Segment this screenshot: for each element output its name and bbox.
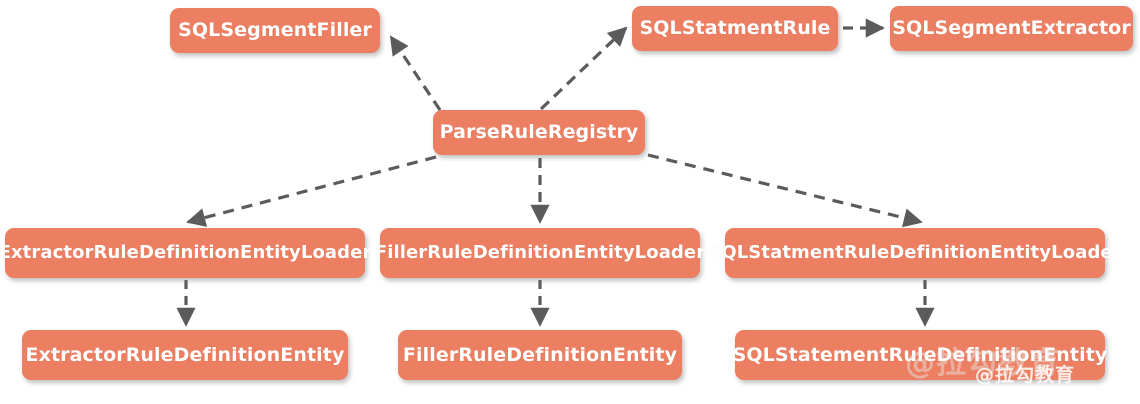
- node-label: FillerRuleDefinitionEntityLoader: [374, 242, 706, 263]
- node-parseruleregistry[interactable]: ParseRuleRegistry: [433, 110, 645, 155]
- node-label: ParseRuleRegistry: [439, 121, 639, 143]
- node-label: SQLSegmentFiller: [178, 19, 372, 41]
- node-label: ExtractorRuleDefinitionEntityLoader: [0, 242, 372, 263]
- node-extractorruledefinitionentityloader[interactable]: ExtractorRuleDefinitionEntityLoader: [0, 228, 371, 278]
- node-extractorruledefinitionentity[interactable]: ExtractorRuleDefinitionEntity: [22, 330, 348, 380]
- node-label: SQLStatementRuleDefinitionEntity: [732, 343, 1108, 366]
- node-sqlstatmentruledefinitionentityloader[interactable]: SQLStatmentRuleDefinitionEntityLoader: [708, 228, 1122, 278]
- edge-parseruleregistry-to-sqlstatmentloader: [647, 153, 923, 228]
- node-sqlstatementruledefinitionentity[interactable]: SQLStatementRuleDefinitionEntity: [732, 330, 1108, 380]
- node-sqlsegmentextractor[interactable]: SQLSegmentExtractor: [890, 6, 1133, 51]
- node-label: SQLStatmentRule: [639, 17, 831, 39]
- node-label: ExtractorRuleDefinitionEntity: [25, 343, 345, 366]
- node-label: SQLStatmentRuleDefinitionEntityLoader: [708, 242, 1122, 263]
- node-fillerruledefinitionentity[interactable]: FillerRuleDefinitionEntity: [398, 330, 682, 380]
- edge-parseruleregistry-to-sqlsegmentfiller: [389, 35, 442, 111]
- node-sqlsegmentfiller[interactable]: SQLSegmentFiller: [170, 8, 380, 53]
- node-fillerruledefinitionentityloader[interactable]: FillerRuleDefinitionEntityLoader: [375, 228, 705, 278]
- edge-parseruleregistry-to-sqlstatmentrule: [539, 26, 628, 111]
- node-label: SQLSegmentExtractor: [892, 17, 1131, 39]
- node-label: FillerRuleDefinitionEntity: [402, 343, 678, 366]
- node-sqlstatmentrule[interactable]: SQLStatmentRule: [632, 6, 838, 51]
- edge-parseruleregistry-to-extractorloader: [186, 155, 437, 227]
